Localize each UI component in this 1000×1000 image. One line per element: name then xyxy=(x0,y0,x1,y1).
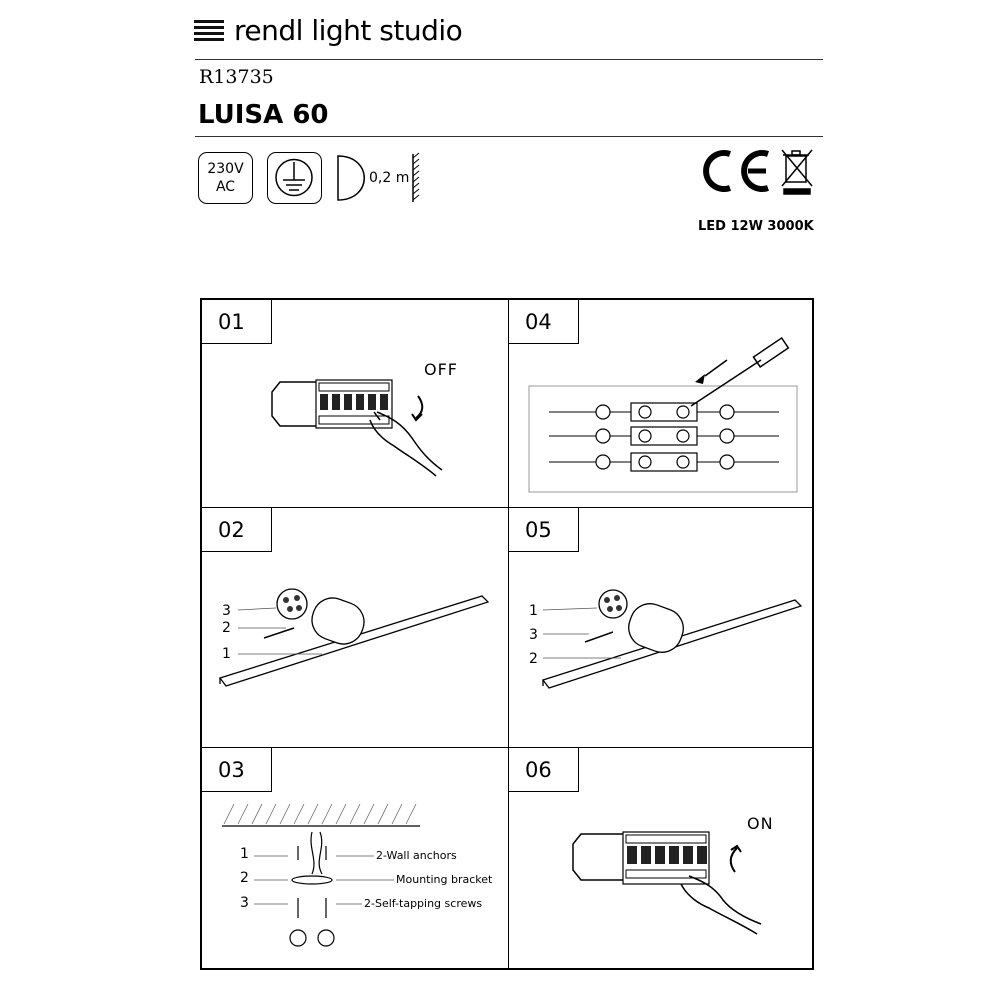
part-name: 2-Self-tapping screws xyxy=(364,897,483,910)
step-number: 01 xyxy=(202,300,272,344)
voltage-type: AC xyxy=(215,179,236,195)
distance-value: 0,2 m xyxy=(369,170,410,186)
step-number: 03 xyxy=(202,748,272,792)
part-label: 1 xyxy=(222,646,231,662)
part-label: 3 xyxy=(240,895,249,911)
brand-name: rendl light studio xyxy=(234,14,463,47)
voltage-value: 230V xyxy=(207,161,244,177)
certification-marks xyxy=(696,146,816,196)
fixture-assembly-illustration xyxy=(218,588,490,687)
brand: rendl light studio xyxy=(194,14,463,47)
product-model: LUISA 60 xyxy=(198,100,329,130)
part-label: 3 xyxy=(222,603,231,619)
step-panel-04: 04 xyxy=(509,300,813,508)
fixture-mounting-illustration xyxy=(541,589,803,689)
wall-fixing-illustration xyxy=(222,803,420,947)
divider xyxy=(195,136,823,137)
step-number: 04 xyxy=(509,300,579,344)
breaker-on-illustration xyxy=(572,831,762,935)
step-panel-03: 03 xyxy=(202,748,509,969)
part-label: 2 xyxy=(222,620,231,636)
part-name: 2-Wall anchors xyxy=(376,849,457,862)
on-label: ON xyxy=(747,814,774,833)
step-number: 05 xyxy=(509,508,579,552)
step-panel-05: 05 1 3 2 xyxy=(509,508,813,748)
part-name: Mounting bracket xyxy=(396,873,493,886)
divider xyxy=(195,59,823,60)
step-panel-02: 02 3 2 1 xyxy=(202,508,509,748)
step-number: 02 xyxy=(202,508,272,552)
crossed-bin-icon xyxy=(781,149,813,195)
step-panel-01: 01 OFF xyxy=(202,300,509,508)
step-number: 06 xyxy=(509,748,579,792)
terminal-wiring-illustration xyxy=(528,336,798,493)
distance-badge: 0,2 m xyxy=(335,152,433,204)
part-label: 2 xyxy=(240,870,249,886)
distance-from-wall-icon xyxy=(337,152,420,202)
ce-mark-icon xyxy=(703,150,769,192)
step-panel-06: 06 ON xyxy=(509,748,813,969)
protective-earth-icon xyxy=(275,158,313,197)
part-label: 1 xyxy=(240,846,249,862)
stacked-lines-logo xyxy=(194,19,224,41)
part-label: 1 xyxy=(529,603,538,619)
product-code: R13735 xyxy=(199,66,274,88)
part-label: 3 xyxy=(529,627,538,643)
voltage-badge: 230V AC xyxy=(198,152,253,204)
instruction-grid: 01 OFF 04 xyxy=(200,298,814,970)
earth-badge xyxy=(267,152,322,204)
breaker-off-illustration xyxy=(271,379,443,477)
part-label: 2 xyxy=(529,651,538,667)
led-spec: LED 12W 3000K xyxy=(698,219,814,234)
off-label: OFF xyxy=(424,360,458,379)
